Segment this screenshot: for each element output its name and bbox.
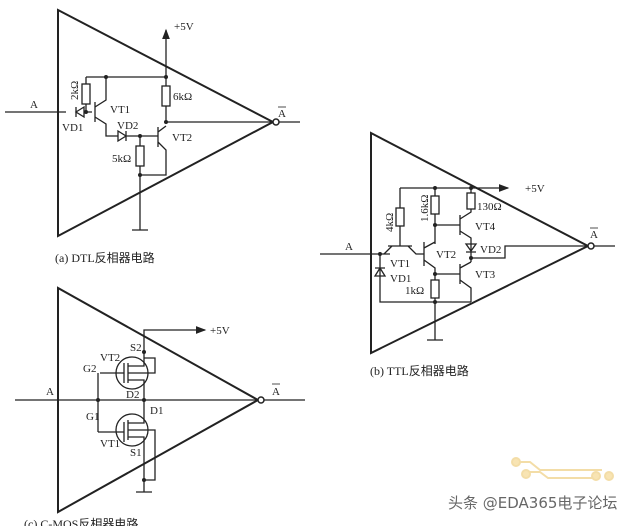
label-s2: S2 — [130, 342, 142, 354]
resistor-1k6 — [430, 195, 440, 215]
label-6k: 6kΩ — [173, 91, 192, 103]
cmos-inverter: A A +5V VT2 VT1 G2 G1 S2 S1 D2 D1 (c) C-… — [15, 286, 305, 526]
label-vt1: VT1 — [110, 104, 130, 116]
label-130: 130Ω — [477, 201, 502, 213]
label-vd2: VD2 — [480, 244, 501, 256]
label-vd1: VD1 — [62, 122, 83, 134]
output-label: A — [590, 229, 598, 241]
label-4k: 4kΩ — [384, 213, 396, 232]
label-vt1: VT1 — [390, 258, 410, 270]
label-vt2: VT2 — [172, 132, 192, 144]
label-vt2: VT2 — [100, 352, 120, 364]
label-vt4: VT4 — [475, 221, 496, 233]
label-g2: G2 — [83, 363, 96, 375]
label-d1: D1 — [150, 405, 163, 417]
watermark-text: 头条 @EDA365电子论坛 — [448, 494, 617, 512]
input-label: A — [30, 99, 38, 111]
output-label: A — [278, 108, 286, 120]
caption-cmos: (c) C-MOS反相器电路 — [24, 516, 138, 526]
resistor-1k — [430, 279, 440, 299]
label-1k6: 1.6kΩ — [419, 195, 431, 222]
ttl-inverter: A A +5V 4kΩ 1.6kΩ 130Ω 1kΩ VT1 VT2 VT3 V… — [320, 131, 615, 378]
resistor-4k — [395, 207, 405, 227]
label-vt1: VT1 — [100, 438, 120, 450]
label-d2: D2 — [126, 389, 139, 401]
output-label: A — [272, 386, 280, 398]
resistor-130 — [466, 192, 476, 210]
resistor-5k — [135, 145, 145, 167]
label-2k: 2kΩ — [69, 81, 81, 100]
inversion-bubble — [587, 242, 595, 250]
label-s1: S1 — [130, 447, 142, 459]
pcb-trace-icon — [511, 457, 614, 481]
label-vd1: VD1 — [390, 273, 411, 285]
watermark: 头条 @EDA365电子论坛 — [448, 457, 617, 512]
resistor-6k — [161, 85, 171, 107]
label-vt3: VT3 — [475, 269, 496, 281]
dtl-inverter: A A +5V 2kΩ 6kΩ 5kΩ VT1 VT2 VD1 VD2 (a) … — [5, 8, 300, 265]
supply-label: +5V — [525, 183, 545, 195]
caption-ttl: (b) TTL反相器电路 — [370, 363, 469, 378]
caption-dtl: (a) DTL反相器电路 — [55, 250, 155, 265]
input-label: A — [46, 386, 54, 398]
inverter-triangle — [370, 131, 591, 355]
label-vt2: VT2 — [436, 249, 456, 261]
inversion-bubble — [257, 396, 265, 404]
input-label: A — [345, 241, 353, 253]
resistor-2k — [81, 83, 91, 105]
label-vd2: VD2 — [117, 120, 138, 132]
label-5k: 5kΩ — [112, 153, 131, 165]
label-g1: G1 — [86, 411, 99, 423]
supply-label: +5V — [174, 21, 194, 33]
label-1k: 1kΩ — [405, 285, 424, 297]
supply-label: +5V — [210, 325, 230, 337]
